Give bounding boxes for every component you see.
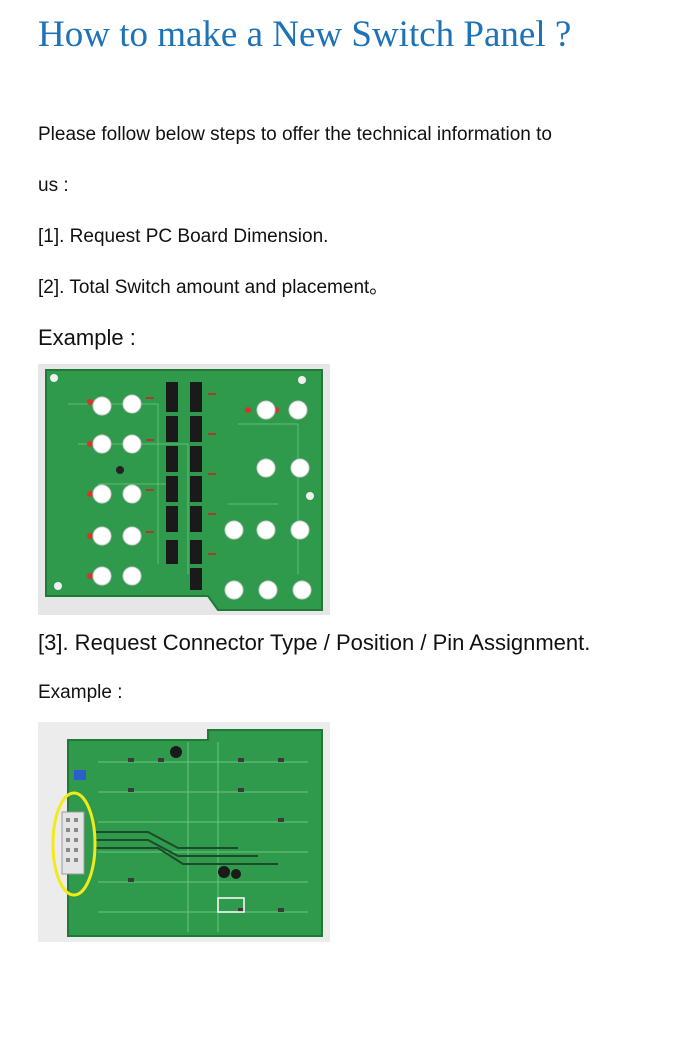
pcb-connector-illustration xyxy=(38,722,330,942)
example-2-label: Example : xyxy=(38,682,123,703)
pcb-connector-photo xyxy=(38,722,330,942)
step-1-text: [1]. Request PC Board Dimension. xyxy=(38,226,329,247)
intro-text-line-1: Please follow below steps to offer the t… xyxy=(38,124,552,145)
pcb-switch-photo xyxy=(38,364,330,615)
step-3-text: [3]. Request Connector Type / Position /… xyxy=(38,630,591,655)
intro-text-line-2: us : xyxy=(38,175,69,196)
pcb-switch-illustration xyxy=(38,364,330,615)
page-title: How to make a New Switch Panel ? xyxy=(38,14,572,55)
step-2-text: [2]. Total Switch amount and placement。 xyxy=(38,277,389,298)
example-1-label: Example : xyxy=(38,325,136,350)
